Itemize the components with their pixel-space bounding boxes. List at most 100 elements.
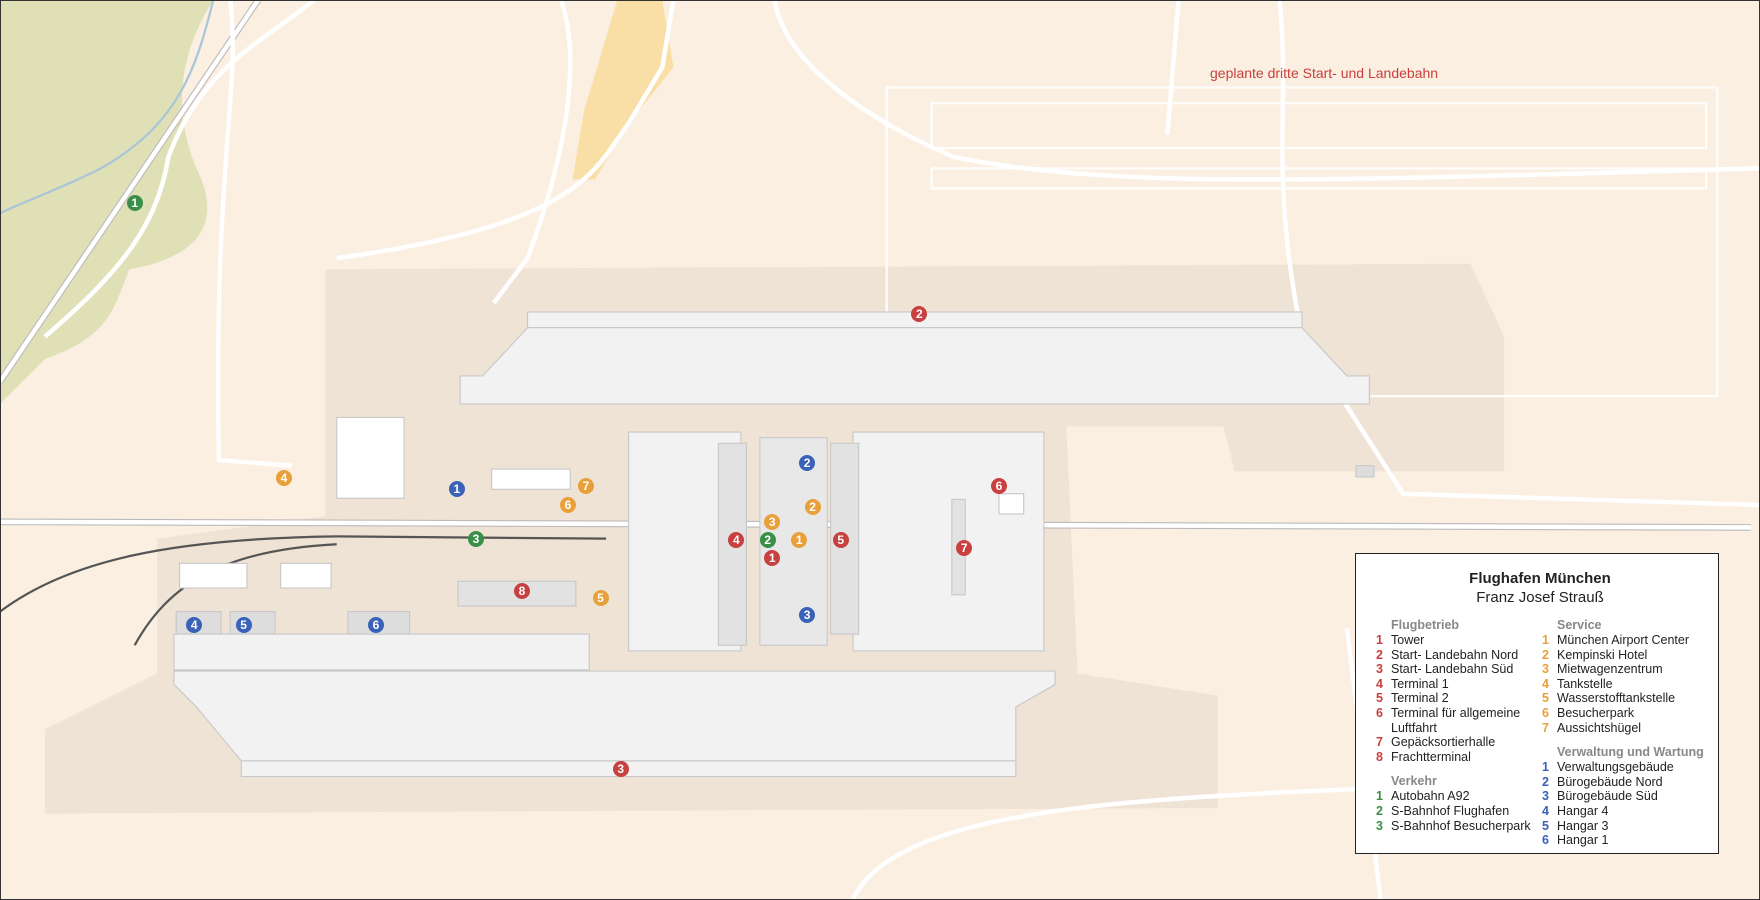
maintenance-apron xyxy=(173,633,590,671)
marker-verwaltung-3[interactable]: 3 xyxy=(799,606,816,623)
marker-verkehr-2[interactable]: 2 xyxy=(759,531,776,548)
marker-service-2[interactable]: 2 xyxy=(804,499,821,516)
legend-item-number: 1 xyxy=(1376,789,1383,804)
legend-item-label: Terminal 1 xyxy=(1391,676,1449,691)
legend-item-number: 6 xyxy=(1542,705,1549,720)
marker-verwaltung-4[interactable]: 4 xyxy=(186,617,203,634)
legend-item: 2 Bürogebäude Nord xyxy=(1542,775,1704,790)
legend-item-number: 5 xyxy=(1542,818,1549,833)
legend-item-label: Terminal 2 xyxy=(1391,691,1449,706)
marker-flugbetrieb-6[interactable]: 6 xyxy=(990,477,1007,494)
apron-east xyxy=(852,431,1045,652)
planned-runway-label: geplante dritte Start- und Landebahn xyxy=(1210,65,1439,81)
marker-service-1[interactable]: 1 xyxy=(791,531,808,548)
marker-verkehr-1[interactable]: 1 xyxy=(126,195,143,212)
legend-title: Flughafen München xyxy=(1469,570,1611,587)
marker-flugbetrieb-2[interactable]: 2 xyxy=(911,306,928,323)
marker-flugbetrieb-5[interactable]: 5 xyxy=(832,531,849,548)
legend-item: 1 Tower xyxy=(1376,633,1542,648)
legend-item-number: 3 xyxy=(1376,662,1383,677)
marker-service-3[interactable]: 3 xyxy=(764,513,781,530)
marker-flugbetrieb-3[interactable]: 3 xyxy=(612,760,629,777)
legend-item-number: 6 xyxy=(1376,705,1383,720)
marker-verwaltung-6[interactable]: 6 xyxy=(368,617,385,634)
legend-item: 6 Besucherpark xyxy=(1542,706,1704,721)
legend-item-number: 5 xyxy=(1542,691,1549,706)
legend-item: 3 Start- Landebahn Süd xyxy=(1376,662,1542,677)
legend-item-number: 1 xyxy=(1376,633,1383,647)
legend-item-label: Bürogebäude Nord xyxy=(1557,774,1663,789)
legend-item-number: 7 xyxy=(1376,735,1383,750)
marker-verkehr-3[interactable]: 3 xyxy=(467,530,484,547)
legend-item: 6 Hangar 1 xyxy=(1542,833,1704,848)
legend-item-number: 7 xyxy=(1542,720,1549,735)
legend-item-label: Start- Landebahn Süd xyxy=(1391,662,1514,677)
legend-item-number: 3 xyxy=(1542,789,1549,804)
legend-item: 8 Frachtterminal xyxy=(1376,750,1542,765)
legend-item-label: Mietwagenzentrum xyxy=(1557,662,1663,677)
taxiway-sued xyxy=(173,670,1056,762)
legend-item-number: 4 xyxy=(1542,803,1549,818)
legend-item-label: Frachtterminal xyxy=(1391,749,1471,764)
legend-item-label: Gepäcksortierhalle xyxy=(1391,735,1496,750)
legend-item-number: 1 xyxy=(1542,633,1549,647)
legend-list-flugbetrieb: 1 Tower 2 Start- Landebahn Nord 3 Start- Land… xyxy=(1376,633,1542,764)
legend-item-number: 2 xyxy=(1542,774,1549,789)
marker-flugbetrieb-4[interactable]: 4 xyxy=(728,531,745,548)
legend-item-label: Hangar 3 xyxy=(1557,818,1609,833)
marker-verwaltung-5[interactable]: 5 xyxy=(235,617,252,634)
legend-item: 2 Kempinski Hotel xyxy=(1542,648,1704,663)
legend-heading-verwaltung: Verwaltung und Wartung xyxy=(1557,745,1704,760)
legend-item-label: Hangar 1 xyxy=(1557,833,1609,848)
legend-item-label: Kempinski Hotel xyxy=(1557,647,1648,662)
legend-item: 7 Gepäcksortierhalle xyxy=(1376,735,1542,750)
legend-item-number: 4 xyxy=(1376,676,1383,691)
legend-item-label: Start- Landebahn Nord xyxy=(1391,647,1519,662)
legend-heading-service: Service xyxy=(1557,618,1602,632)
taxiway-nord xyxy=(459,327,1370,405)
legend-item: 2 Start- Landebahn Nord xyxy=(1376,648,1542,663)
legend-item-label: Terminal für allgemeine Luftfahrt xyxy=(1391,705,1521,735)
marker-service-6[interactable]: 6 xyxy=(559,496,576,513)
legend-item-number: 2 xyxy=(1376,647,1383,662)
legend-item: 4 Hangar 4 xyxy=(1542,804,1704,819)
legend-item-number: 6 xyxy=(1542,833,1549,848)
marker-service-5[interactable]: 5 xyxy=(592,590,609,607)
legend-item-label: Wasserstofftankstelle xyxy=(1557,691,1676,706)
legend-heading-verkehr: Verkehr xyxy=(1391,774,1437,789)
legend-item-number: 2 xyxy=(1542,647,1549,662)
legend-item: 2 S-Bahnhof Flughafen xyxy=(1376,804,1542,819)
legend-item: 5 Hangar 3 xyxy=(1542,819,1704,834)
marker-flugbetrieb-7[interactable]: 7 xyxy=(956,539,973,556)
marker-service-7[interactable]: 7 xyxy=(577,477,594,494)
map-legend: Flughafen München Franz Josef Strauß Flu… xyxy=(1355,553,1719,854)
legend-item-label: Besucherpark xyxy=(1557,705,1635,720)
marker-flugbetrieb-1[interactable]: 1 xyxy=(764,549,781,566)
legend-item-label: Aussichtshügel xyxy=(1557,720,1642,735)
marker-verwaltung-1[interactable]: 1 xyxy=(448,481,465,498)
legend-item-number: 3 xyxy=(1542,662,1549,677)
legend-item-label: Verwaltungsgebäude xyxy=(1557,760,1674,775)
legend-item-number: 8 xyxy=(1376,749,1383,764)
legend-item-label: S-Bahnhof Besucherpark xyxy=(1391,818,1531,833)
marker-service-4[interactable]: 4 xyxy=(275,470,292,487)
legend-item-label: S-Bahnhof Flughafen xyxy=(1391,803,1510,818)
legend-item: 4 Terminal 1 xyxy=(1376,677,1542,692)
marker-flugbetrieb-8[interactable]: 8 xyxy=(513,583,530,600)
legend-item-label: Tower xyxy=(1391,633,1425,647)
marker-verwaltung-2[interactable]: 2 xyxy=(799,455,816,472)
legend-item: 3 Mietwagenzentrum xyxy=(1542,662,1704,677)
airfield-pavement xyxy=(173,311,1375,778)
legend-item-label: Hangar 4 xyxy=(1557,803,1609,818)
legend-item-number: 3 xyxy=(1376,818,1383,833)
legend-item-number: 2 xyxy=(1376,803,1383,818)
